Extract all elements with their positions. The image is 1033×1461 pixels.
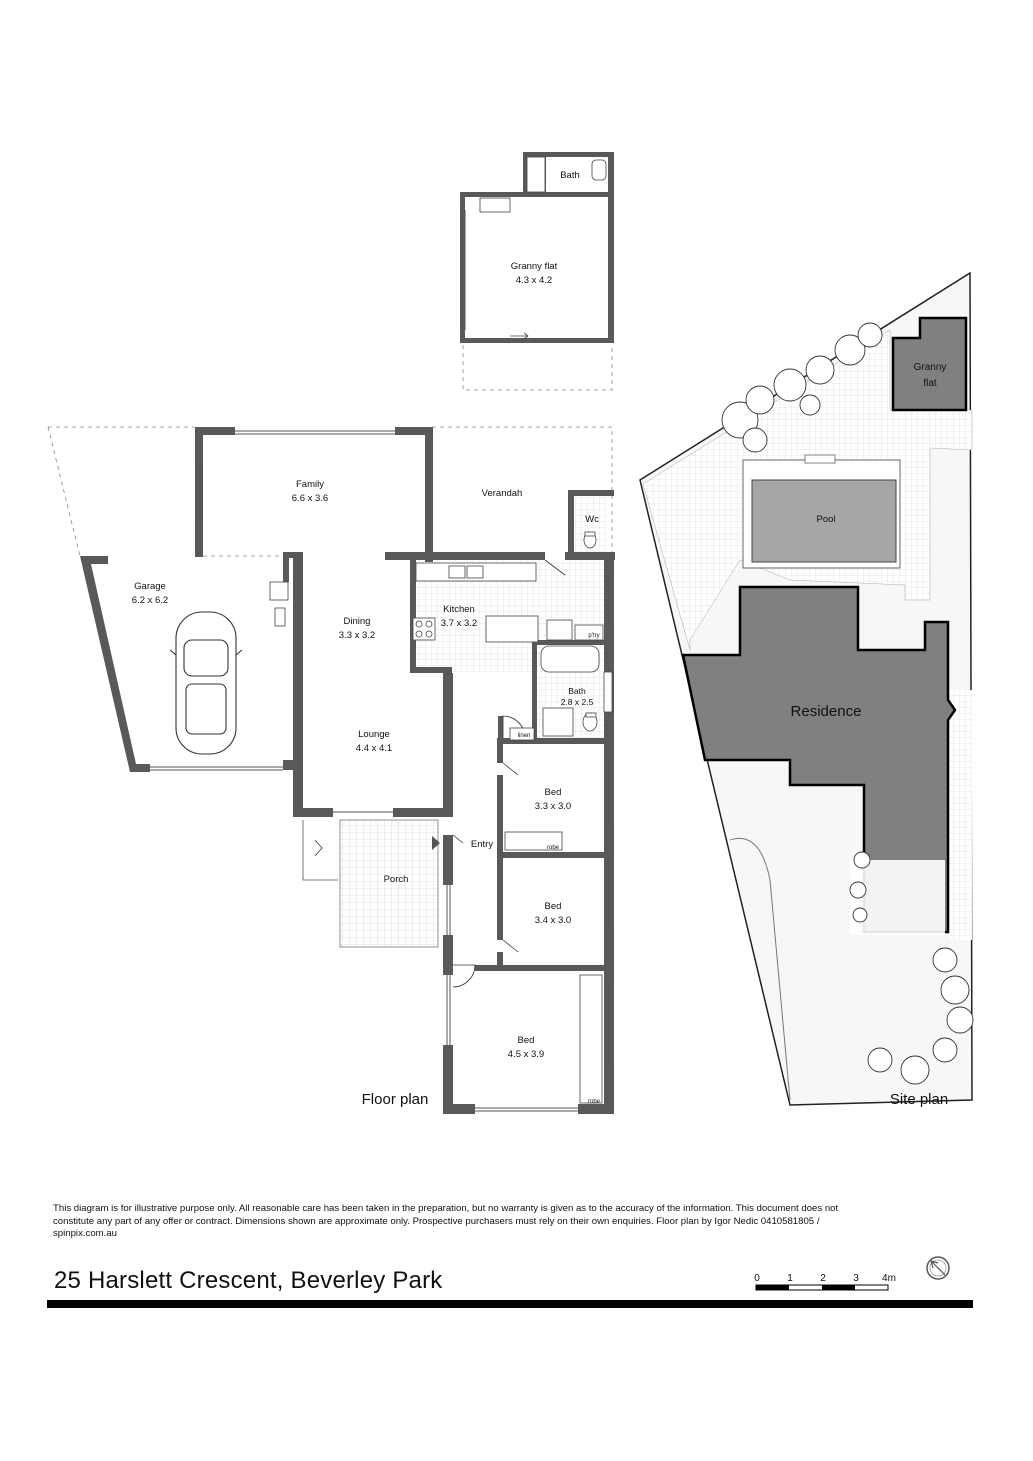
site-residence — [681, 585, 957, 934]
granny-flat-label: Granny flat — [511, 261, 558, 272]
windows — [150, 210, 609, 1112]
wc-label: Wc — [585, 514, 599, 525]
bed1-label: Bed — [545, 787, 562, 798]
granny-flat-dim: 4.3 x 4.2 — [516, 275, 552, 286]
car-icon — [169, 611, 243, 755]
driveway-line — [729, 838, 791, 1101]
robe1-label: robe — [547, 845, 560, 851]
pantry-label: p'try — [588, 633, 599, 639]
disclaimer-text: This diagram is for illustrative purpose… — [53, 1203, 839, 1240]
bath-label: Bath — [568, 686, 586, 696]
site-residence-label: Residence — [791, 703, 862, 720]
garage-label: Garage — [134, 581, 166, 592]
garden-bed — [850, 860, 945, 935]
kitchen-label: Kitchen — [443, 604, 475, 615]
bed2-label: Bed — [545, 901, 562, 912]
verandah-label: Verandah — [482, 488, 523, 499]
site-granny-flat — [891, 316, 968, 412]
entry-label: Entry — [471, 839, 493, 850]
scale-label-0: 0 — [754, 1273, 760, 1284]
garage-dim: 6.2 x 6.2 — [132, 595, 168, 606]
outline-dashed — [47, 345, 613, 560]
kitchen-dim: 3.7 x 3.2 — [441, 618, 477, 629]
site-plan: Granny flat Pool Residence — [639, 271, 974, 1106]
scale-label-2: 2 — [820, 1273, 826, 1284]
front-door-marker — [432, 836, 440, 850]
site-granny-label-1: Granny — [914, 362, 947, 373]
bed2-dim: 3.4 x 3.0 — [535, 915, 571, 926]
property-address: 25 Harslett Crescent, Beverley Park — [54, 1267, 443, 1294]
footer-rule — [47, 1300, 973, 1308]
dining-label: Dining — [344, 616, 371, 627]
dining-dim: 3.3 x 3.2 — [339, 630, 375, 641]
family-dim: 6.6 x 3.6 — [292, 493, 328, 504]
bath-dim: 2.8 x 2.5 — [561, 697, 594, 707]
lounge-dim: 4.4 x 4.1 — [356, 743, 392, 754]
porch-label: Porch — [384, 874, 409, 885]
scale-label-4: 4m — [882, 1273, 896, 1284]
scale-bar: 0 1 2 3 4m — [754, 1273, 896, 1291]
scale-label-1: 1 — [787, 1273, 793, 1284]
trees — [721, 322, 974, 1085]
site-plan-caption: Site plan — [890, 1091, 948, 1108]
family-label: Family — [296, 479, 324, 490]
site-pool-label: Pool — [816, 514, 835, 525]
scale-label-3: 3 — [853, 1273, 859, 1284]
floor-plan-caption: Floor plan — [362, 1091, 429, 1108]
north-arrow-icon — [926, 1256, 950, 1280]
robe2-label: robe — [588, 1099, 601, 1105]
walls — [80, 152, 615, 1114]
bed1-dim: 3.3 x 3.0 — [535, 801, 571, 812]
doors — [314, 559, 566, 988]
porch-paving — [339, 819, 439, 948]
side-paving — [950, 690, 972, 940]
pool-shape — [751, 479, 897, 563]
linen-label: linen — [518, 733, 531, 739]
bed3-label: Bed — [518, 1035, 535, 1046]
bed3-dim: 4.5 x 3.9 — [508, 1049, 544, 1060]
fixtures — [269, 156, 613, 1104]
flat-bath-label: Bath — [560, 170, 580, 181]
lounge-label: Lounge — [358, 729, 390, 740]
site-granny-label-2: flat — [923, 378, 937, 389]
